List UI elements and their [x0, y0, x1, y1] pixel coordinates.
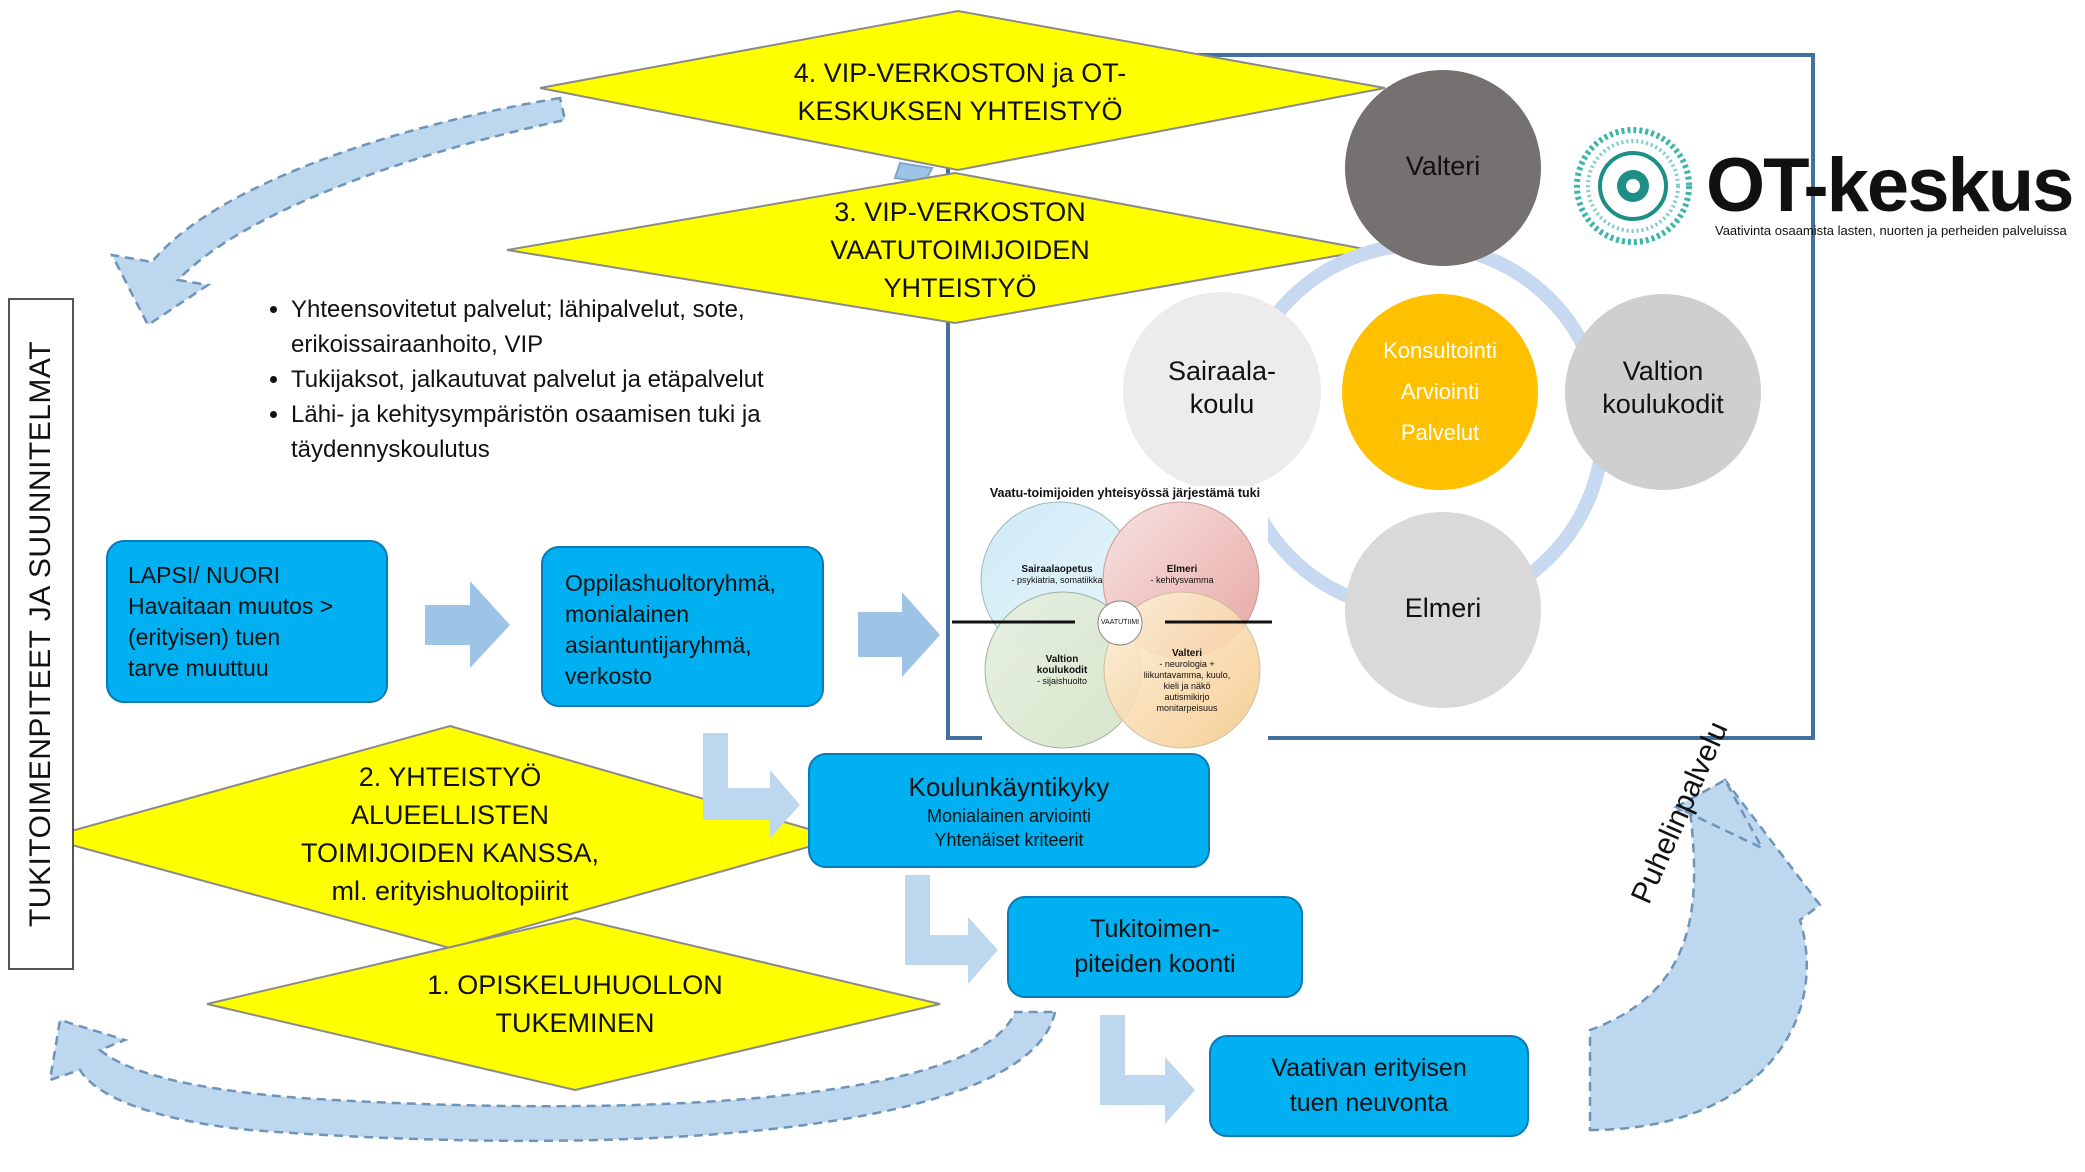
box-oppilas-line: asiantuntijaryhmä, — [565, 632, 752, 658]
diamond-1-label: 1. OPISKELUHUOLLON TUKEMINEN — [375, 966, 775, 1042]
circle-valtion-line: Valtion — [1622, 356, 1704, 386]
box-lapsi-line: (erityisen) tuen — [128, 624, 281, 650]
elbow-arrow-3 — [1100, 1015, 1195, 1124]
bullet-item: Tukijaksot, jalkautuvat palvelut ja etäp… — [291, 362, 903, 397]
venn-valtion-title: Valtion — [1045, 654, 1079, 665]
circle-valteri — [1345, 70, 1541, 266]
box-koulu-line: Yhtenäiset kriteerit — [934, 829, 1084, 850]
venn-valteri-sub: monitarpeisuus — [1156, 703, 1218, 713]
venn-sairaalaopetus-title: Sairaalaopetus — [1021, 564, 1093, 575]
venn-valtion-title: koulukodit — [1036, 665, 1088, 676]
diamond-2-label: 2. YHTEISTYÖ ALUEELLISTEN TOIMIJOIDEN KA… — [250, 758, 650, 910]
sidebar-measures: TUKITOIMENPITEET JA SUUNNITELMAT — [8, 298, 74, 970]
box-oppilas-line: Oppilashuoltoryhmä, — [565, 570, 776, 596]
diamond-1-line-1: 1. OPISKELUHUOLLON — [427, 970, 723, 1000]
arrow-lapsi-to-oppilas — [425, 581, 510, 668]
diamond-2-line-3: TOIMIJOIDEN KANSSA, — [300, 838, 600, 868]
circle-sairaala-label: Sairaala- koulu — [1124, 355, 1320, 421]
venn-valteri-label: Valteri - neurologia + liikuntavamma, ku… — [1132, 648, 1242, 714]
diamond-4-label: 4. VIP-VERKOSTON ja OT- KESKUKSEN YHTEIS… — [760, 54, 1160, 130]
box-tuki-line: Tukitoimen- — [1090, 915, 1220, 943]
venn-valtion-sub: - sijaishuolto — [1036, 676, 1088, 686]
box-oppilashuolto: Oppilashuoltoryhmä, monialainen asiantun… — [541, 546, 824, 707]
venn-valteri-title: Valteri — [1171, 648, 1203, 659]
circle-elmeri — [1345, 512, 1541, 708]
circle-sairaala-line: Sairaala- — [1167, 356, 1277, 386]
circle-sairaala — [1123, 292, 1321, 490]
box-tuki-line: piteiden koonti — [1074, 950, 1236, 978]
venn-valteri-sub: kieli ja näkö — [1163, 681, 1211, 691]
box-koulu-line: Monialainen arviointi — [926, 805, 1092, 826]
venn-valteri — [1103, 591, 1261, 749]
venn-elmeri-sub: - kehitysvamma — [1150, 575, 1214, 585]
diamond-3-line-2: VAATUTOIMIJOIDEN — [830, 235, 1090, 265]
sidebar-label: TUKITOIMENPITEET JA SUUNNITELMAT — [24, 340, 57, 928]
circle-valtion-label: Valtion koulukodit — [1565, 355, 1761, 421]
circle-konsultointi-line: Konsultointi — [1383, 338, 1497, 363]
curved-arrow-bottom — [48, 1010, 1057, 1143]
box-tukitoimenpiteiden-koonti: Tukitoimen- piteiden koonti — [1007, 896, 1303, 998]
diamond-4 — [539, 9, 1386, 172]
curved-arrow-top-left — [109, 96, 567, 327]
venn-inset — [952, 486, 1272, 749]
venn-center-label: VAATUTIIMI — [1100, 619, 1140, 626]
box-koulunkayntikyky: Koulunkäyntikyky Monialainen arviointi Y… — [808, 753, 1210, 868]
elbow-arrow-2 — [905, 875, 998, 984]
venn-title: Vaatu-toimijoiden yhteisyössä järjestämä… — [989, 486, 1261, 500]
venn-sairaalaopetus-label: Sairaalaopetus - psykiatria, somatiikka — [1007, 564, 1107, 586]
diamond-1 — [206, 916, 941, 1092]
elbow-arrow-1 — [703, 733, 800, 838]
diamond-4-line-1: 4. VIP-VERKOSTON ja OT- — [793, 58, 1127, 88]
circle-elmeri-label: Elmeri — [1404, 593, 1482, 623]
box-koulu-title: Koulunkäyntikyky — [908, 771, 1110, 802]
venn-center — [1097, 600, 1143, 646]
circle-konsultointi-line: Arviointi — [1400, 379, 1480, 404]
box-lapsi-line: Havaitaan muutos > — [128, 593, 334, 619]
diamond-4-line-2: KESKUKSEN YHTEISTYÖ — [797, 96, 1123, 126]
ot-frame — [946, 53, 1815, 740]
circle-konsultointi — [1342, 294, 1538, 490]
circle-sairaala-line: koulu — [1189, 389, 1255, 419]
diamond-1-line-2: TUKEMINEN — [495, 1008, 655, 1038]
puhelinpalvelu-arrow-tip — [1673, 778, 1765, 851]
box-lapsi-line: tarve muuttuu — [128, 655, 269, 681]
box-lapsi-nuori: LAPSI/ NUORI Havaitaan muutos > (erityis… — [106, 540, 388, 703]
circle-konsultointi-line: Palvelut — [1400, 420, 1480, 445]
circle-valtion — [1565, 294, 1761, 490]
box-vaativan-neuvonta: Vaativan erityisen tuen neuvonta — [1209, 1035, 1529, 1137]
venn-valteri-sub: liikuntavamma, kuulo, — [1143, 670, 1231, 680]
box-oppilas-line: verkosto — [565, 663, 652, 689]
ot-keskus-logo: OT-keskus — [1706, 143, 2074, 228]
venn-elmeri-title: Elmeri — [1166, 564, 1198, 575]
diamond-2-line-2: ALUEELLISTEN — [350, 800, 550, 830]
circle-valtion-line: koulukodit — [1602, 389, 1724, 419]
services-bullet-list: Yhteensovitetut palvelut; lähipalvelut, … — [263, 292, 903, 467]
bullet-item: Lähi- ja kehitysympäristön osaamisen tuk… — [291, 397, 903, 467]
box-oppilas-line: monialainen — [565, 601, 690, 627]
diamond-3-line-3: YHTEISTYÖ — [883, 273, 1037, 303]
diamond-2-line-4: ml. erityishuoltopiirit — [331, 876, 569, 906]
arrow-oppilas-to-network — [858, 592, 940, 677]
diamond-2-line-1: 2. YHTEISTYÖ — [358, 762, 542, 792]
ot-keskus-tagline: Vaativinta osaamista lasten, nuorten ja … — [1715, 223, 2067, 238]
box-vaativan-line: Vaativan erityisen — [1271, 1054, 1467, 1082]
circle-valteri-label: Valteri — [1405, 151, 1481, 181]
venn-sairaalaopetus-sub: - psykiatria, somatiikka — [1011, 575, 1103, 585]
venn-valtion-label: Valtion koulukodit - sijaishuolto — [1017, 654, 1107, 687]
bullet-item: Yhteensovitetut palvelut; lähipalvelut, … — [291, 292, 903, 362]
box-lapsi-line: LAPSI/ NUORI — [128, 562, 281, 588]
circle-konsultointi-label: Konsultointi Arviointi Palvelut — [1342, 330, 1538, 453]
puhelinpalvelu-arrow — [1588, 778, 1822, 1132]
ot-logo-emblem — [1574, 127, 1692, 245]
box-vaativan-line: tuen neuvonta — [1289, 1089, 1449, 1117]
venn-valteri-sub: - neurologia + — [1159, 659, 1215, 669]
venn-inset-text: Vaatu-toimijoiden yhteisyössä järjestämä… — [982, 486, 1268, 741]
venn-elmeri-label: Elmeri - kehitysvamma — [1132, 564, 1232, 586]
diamond-3-label: 3. VIP-VERKOSTON VAATUTOIMIJOIDEN YHTEIS… — [760, 193, 1160, 307]
diamond-3-line-1: 3. VIP-VERKOSTON — [834, 197, 1086, 227]
venn-valteri-sub: autismikirjo — [1164, 692, 1210, 702]
